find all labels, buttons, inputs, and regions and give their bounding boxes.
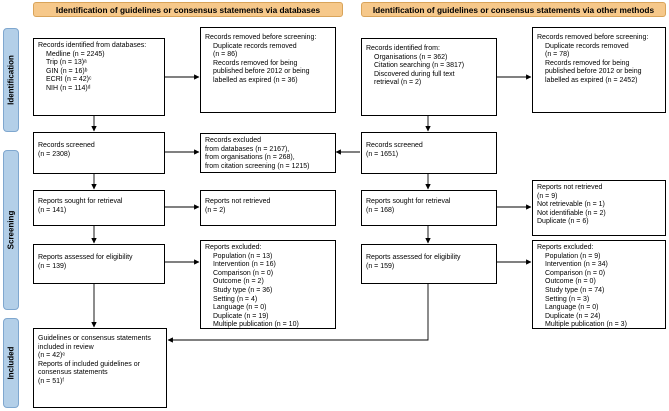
flow-box-line: Reports excluded: <box>205 244 262 251</box>
flow-box-line: (n = 1651) <box>366 150 399 158</box>
flow-box-line: Reports assessed for eligibility <box>38 254 133 261</box>
flow-box-line: Records removed for being <box>213 59 298 67</box>
flow-box-line: (n = 141) <box>38 206 67 214</box>
flow-box-line: (n = 51)ᶠ <box>38 377 64 385</box>
flow-box-line: Reports not retrieved <box>205 198 271 205</box>
flow-box-line: Medline (n = 2245) <box>46 50 105 58</box>
flow-box-line: Not identifiable (n = 2) <box>537 209 606 217</box>
flow-box-line: labelled as expired (n = 36) <box>213 76 298 84</box>
flow-box-line: Reports not retrieved <box>537 184 603 191</box>
db-reports-assessed: Reports assessed for eligibility (n = 13… <box>33 244 165 284</box>
flow-box-line: Trip (n = 13)ᵃ <box>46 59 87 67</box>
flow-box-line: Language (n = 0) <box>213 304 267 312</box>
flow-box-line: (n = 159) <box>366 262 395 270</box>
flow-box-line: Comparison (n = 0) <box>545 269 606 277</box>
flow-box-line: Reports assessed for eligibility <box>366 254 461 261</box>
flow-box-line: (n = 2308) <box>38 150 71 158</box>
om-records-identified: Records identified from: Organisations (… <box>361 38 497 116</box>
flow-box-line: Duplicate (n = 19) <box>213 312 269 320</box>
flow-box-line: Duplicate records removed <box>545 42 629 50</box>
flow-box-line: Records identified from: <box>366 45 440 52</box>
header-other-methods: Identification of guidelines or consensu… <box>361 2 666 17</box>
flow-box-line: Guidelines or consensus statements <box>38 335 151 342</box>
header-databases: Identification of guidelines or consensu… <box>33 2 343 17</box>
om-reports-not-retrieved: Reports not retrieved (n = 9) Not retrie… <box>532 180 666 236</box>
flow-box-line: Multiple publication (n = 3) <box>545 321 627 329</box>
db-reports-excluded: Reports excluded: Population (n = 13) In… <box>200 240 336 329</box>
flow-box-line: Language (n = 0) <box>545 304 599 312</box>
flow-box-line: from organisations (n = 268), <box>205 154 295 162</box>
included-guidelines: Guidelines or consensus statements inclu… <box>33 328 167 408</box>
flow-box-line: NIH (n = 114)ᵈ <box>46 84 91 92</box>
flow-box-line: Study type (n = 74) <box>545 286 605 294</box>
flow-box-line: Records excluded <box>205 137 262 144</box>
flow-box-line: Setting (n = 4) <box>213 295 258 303</box>
flow-box-line: Records removed for being <box>545 59 630 67</box>
flow-box-line: Intervention (n = 34) <box>545 261 608 269</box>
flow-box-line: Records identified from databases: <box>38 42 147 49</box>
om-reports-assessed: Reports assessed for eligibility (n = 15… <box>361 244 497 284</box>
flow-box-line: Setting (n = 3) <box>545 295 590 303</box>
flow-box-line: ECRI (n = 42)ᶜ <box>46 76 92 84</box>
om-reports-excluded: Reports excluded: Population (n = 9) Int… <box>532 240 666 329</box>
flow-box-line: Study type (n = 36) <box>213 286 273 294</box>
flow-box-line: retrieval (n = 2) <box>374 79 422 87</box>
flow-box-line: Organisations (n = 362) <box>374 53 448 61</box>
om-records-removed: Records removed before screening: Duplic… <box>532 27 666 113</box>
flow-box-line: (n = 168) <box>366 206 395 214</box>
flow-box-line: Records screened <box>366 142 423 149</box>
flow-box-line: Records removed before screening: <box>205 34 317 41</box>
flow-box-line: Records screened <box>38 142 95 149</box>
records-excluded: Records excluded from databases (n = 216… <box>200 133 336 173</box>
flow-box-line: Population (n = 9) <box>545 252 601 260</box>
flow-box-line: Duplicate records removed <box>213 42 297 50</box>
db-records-screened: Records screened (n = 2308) <box>33 132 165 174</box>
flow-box-line: (n = 42)ᵉ <box>38 352 65 360</box>
flow-box-line: consensus statements <box>38 369 108 377</box>
flow-box-line: Duplicate (n = 6) <box>537 218 589 226</box>
flow-box-line: Intervention (n = 16) <box>213 261 276 269</box>
stage-included: Included <box>3 318 19 408</box>
flow-box-line: included in review <box>38 343 94 351</box>
db-records-removed: Records removed before screening: Duplic… <box>200 27 336 113</box>
flow-box-line: Reports of included guidelines or <box>38 360 140 368</box>
flow-box-line: (n = 9) <box>537 192 558 200</box>
flow-box-line: (n = 78) <box>545 51 570 59</box>
flow-box-line: Outcome (n = 0) <box>545 278 596 286</box>
db-reports-sought: Reports sought for retrieval (n = 141) <box>33 190 165 226</box>
flow-box-line: Duplicate (n = 24) <box>545 312 601 320</box>
flow-box-line: (n = 2) <box>205 206 226 214</box>
stage-identification: Identification <box>3 28 19 132</box>
flow-box-line: Outcome (n = 2) <box>213 278 264 286</box>
db-reports-not-retrieved: Reports not retrieved (n = 2) <box>200 190 336 226</box>
flow-box-line: Records removed before screening: <box>537 34 649 41</box>
stage-screening: Screening <box>3 150 19 310</box>
arrow-om-assessed-to-included <box>167 284 429 343</box>
flow-box-line: from citation screening (n = 1215) <box>205 162 310 170</box>
flow-box-line: Not retrievable (n = 1) <box>537 201 605 209</box>
flow-box-line: Comparison (n = 0) <box>213 269 274 277</box>
flow-box-line: (n = 86) <box>213 51 238 59</box>
flow-box-line: from databases (n = 2167), <box>205 145 290 153</box>
flow-box-line: GIN (n = 16)ᵇ <box>46 67 88 75</box>
flow-box-line: Reports sought for retrieval <box>38 198 123 205</box>
flow-box-line: Population (n = 13) <box>213 252 273 260</box>
flow-box-line: published before 2012 or being <box>213 68 310 76</box>
flow-box-line: Citation searching (n = 3817) <box>374 62 465 70</box>
flow-box-line: Multiple publication (n = 10) <box>213 321 299 329</box>
om-reports-sought: Reports sought for retrieval (n = 168) <box>361 190 497 226</box>
flow-box-line: published before 2012 or being <box>545 68 642 76</box>
flow-box-line: (n = 139) <box>38 262 67 270</box>
om-records-screened: Records screened (n = 1651) <box>361 132 497 174</box>
db-records-identified: Records identified from databases: Medli… <box>33 38 165 116</box>
flow-box-line: Reports sought for retrieval <box>366 198 451 205</box>
flow-box-line: labelled as expired (n = 2452) <box>545 76 638 84</box>
flow-box-line: Reports excluded: <box>537 244 594 251</box>
flow-box-line: Discovered during full text <box>374 70 455 78</box>
